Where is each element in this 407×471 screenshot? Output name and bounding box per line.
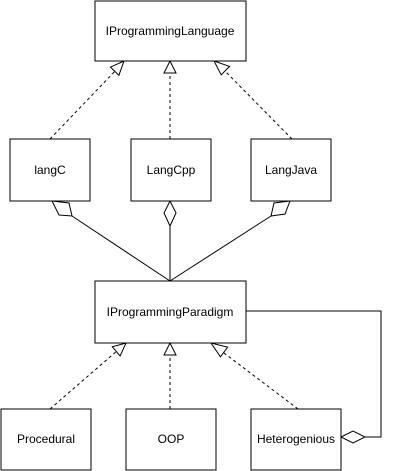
class-heterogenious[interactable]: Heterogenious xyxy=(250,408,342,471)
edge-iprogrammingparadigm-aggregated-by-langcpp xyxy=(163,199,177,281)
realization-arrowhead xyxy=(212,60,231,76)
realization-arrowhead xyxy=(163,341,177,356)
edge-langcpp-realizes-iprogramminglanguage xyxy=(163,59,177,139)
class-iprogramminglanguage[interactable]: IProgrammingLanguage xyxy=(94,0,247,62)
class-name: OOP xyxy=(158,432,185,446)
class-procedural[interactable]: Procedural xyxy=(0,408,92,471)
class-langc[interactable]: langC xyxy=(9,138,91,202)
class-name: LangCpp xyxy=(147,163,196,177)
class-langjava[interactable]: LangJava xyxy=(250,138,332,202)
edge-iprogrammingparadigm-aggregated-by-heterogenious xyxy=(246,310,382,444)
realization-arrowhead xyxy=(111,342,127,357)
edge-oop-realizes-iprogrammingparadigm xyxy=(163,341,177,409)
class-name: IProgrammingParadigm xyxy=(107,305,234,319)
class-langcpp[interactable]: LangCpp xyxy=(130,138,212,202)
aggregation-diamond xyxy=(339,430,367,444)
realization-arrowhead xyxy=(209,342,229,358)
class-name: IProgrammingLanguage xyxy=(106,24,235,38)
edge-iprogrammingparadigm-aggregated-by-langjava xyxy=(169,200,291,282)
class-name: Heterogenious xyxy=(257,432,335,446)
aggregation-diamond xyxy=(270,200,291,217)
class-name: Procedural xyxy=(17,432,75,446)
realization-arrowhead xyxy=(163,59,177,74)
class-name: langC xyxy=(34,163,66,177)
aggregation-diamond xyxy=(163,199,177,228)
class-oop[interactable]: OOP xyxy=(125,408,217,471)
edge-procedural-realizes-iprogrammingparadigm xyxy=(49,342,127,410)
edge-langjava-realizes-iprogramminglanguage xyxy=(212,60,293,140)
edge-langc-realizes-iprogramminglanguage xyxy=(49,60,125,140)
aggregation-diamond xyxy=(51,200,73,217)
class-name: LangJava xyxy=(265,163,317,177)
edge-iprogrammingparadigm-aggregated-by-langc xyxy=(51,200,171,282)
realization-arrowhead xyxy=(109,60,125,77)
class-iprogrammingparadigm[interactable]: IProgrammingParadigm xyxy=(94,280,247,344)
edge-heterogenious-realizes-iprogrammingparadigm xyxy=(209,342,299,410)
